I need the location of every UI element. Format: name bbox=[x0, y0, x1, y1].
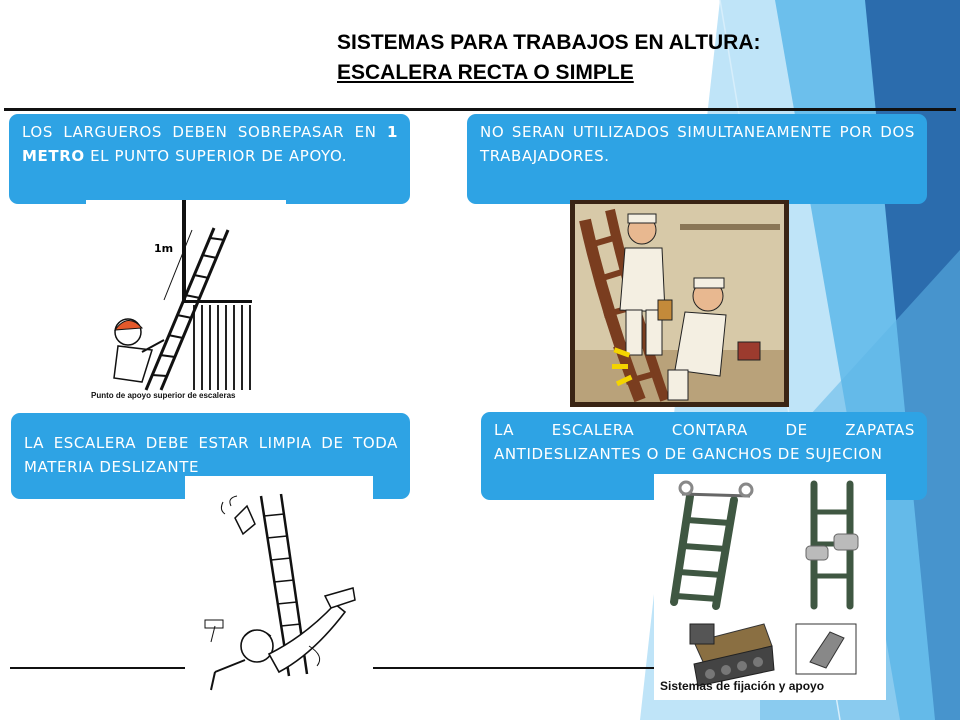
rule-emphasis: 1 METRO bbox=[22, 123, 398, 165]
slipping-worker-illustration bbox=[185, 476, 373, 720]
fixing-caption: Sistemas de fijación y apoyo bbox=[660, 679, 824, 693]
slide-title: SISTEMAS PARA TRABAJOS EN ALTURA: ESCALE… bbox=[337, 28, 761, 88]
title-line-2: ESCALERA RECTA O SIMPLE bbox=[337, 61, 634, 84]
height-label: 1m bbox=[154, 242, 173, 255]
title-line-1: SISTEMAS PARA TRABAJOS EN ALTURA: bbox=[337, 31, 761, 54]
rule-box-single-user: NO SERAN UTILIZADOS SIMULTANEAMENTE POR … bbox=[467, 114, 927, 204]
rule-box-overlap: LOS LARGUEROS DEBEN SOBREPASAR EN 1 METR… bbox=[9, 114, 410, 204]
fixing-systems-illustration: Sistemas de fijación y apoyo bbox=[654, 474, 886, 700]
rule-text: NO SERAN UTILIZADOS SIMULTANEAMENTE POR … bbox=[480, 123, 915, 165]
two-workers-illustration bbox=[570, 200, 789, 407]
ladder-caption: Punto de apoyo superior de escaleras bbox=[91, 391, 236, 400]
rule-text: EL PUNTO SUPERIOR DE APOYO. bbox=[84, 147, 348, 165]
rule-text: LA ESCALERA CONTARA DE ZAPATAS ANTIDESLI… bbox=[494, 421, 915, 463]
rule-text: LOS LARGUEROS DEBEN SOBREPASAR EN bbox=[22, 123, 387, 141]
ladder-overlap-illustration: 1m Punto de apoyo superior de escaleras bbox=[86, 200, 286, 405]
rule-text: LA ESCALERA DEBE ESTAR LIMPIA DE TODA MA… bbox=[24, 434, 398, 476]
title-divider bbox=[4, 108, 956, 111]
